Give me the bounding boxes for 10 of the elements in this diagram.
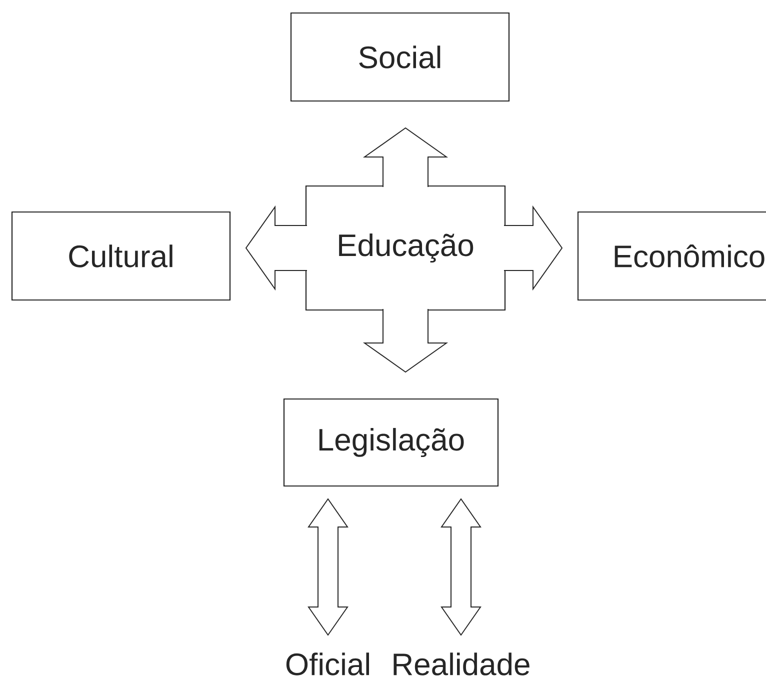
text-label: Oficial (286, 652, 369, 676)
label-box: Legislação (283, 398, 499, 487)
label-box: Social (290, 12, 510, 102)
text-label: Realidade (394, 652, 530, 676)
block-arrow (362, 308, 448, 373)
label-box: Cultural (11, 211, 231, 301)
block-arrow (362, 127, 448, 188)
label-box: Econômico (577, 211, 766, 301)
block-arrow (245, 205, 308, 291)
block-arrow (504, 205, 563, 291)
